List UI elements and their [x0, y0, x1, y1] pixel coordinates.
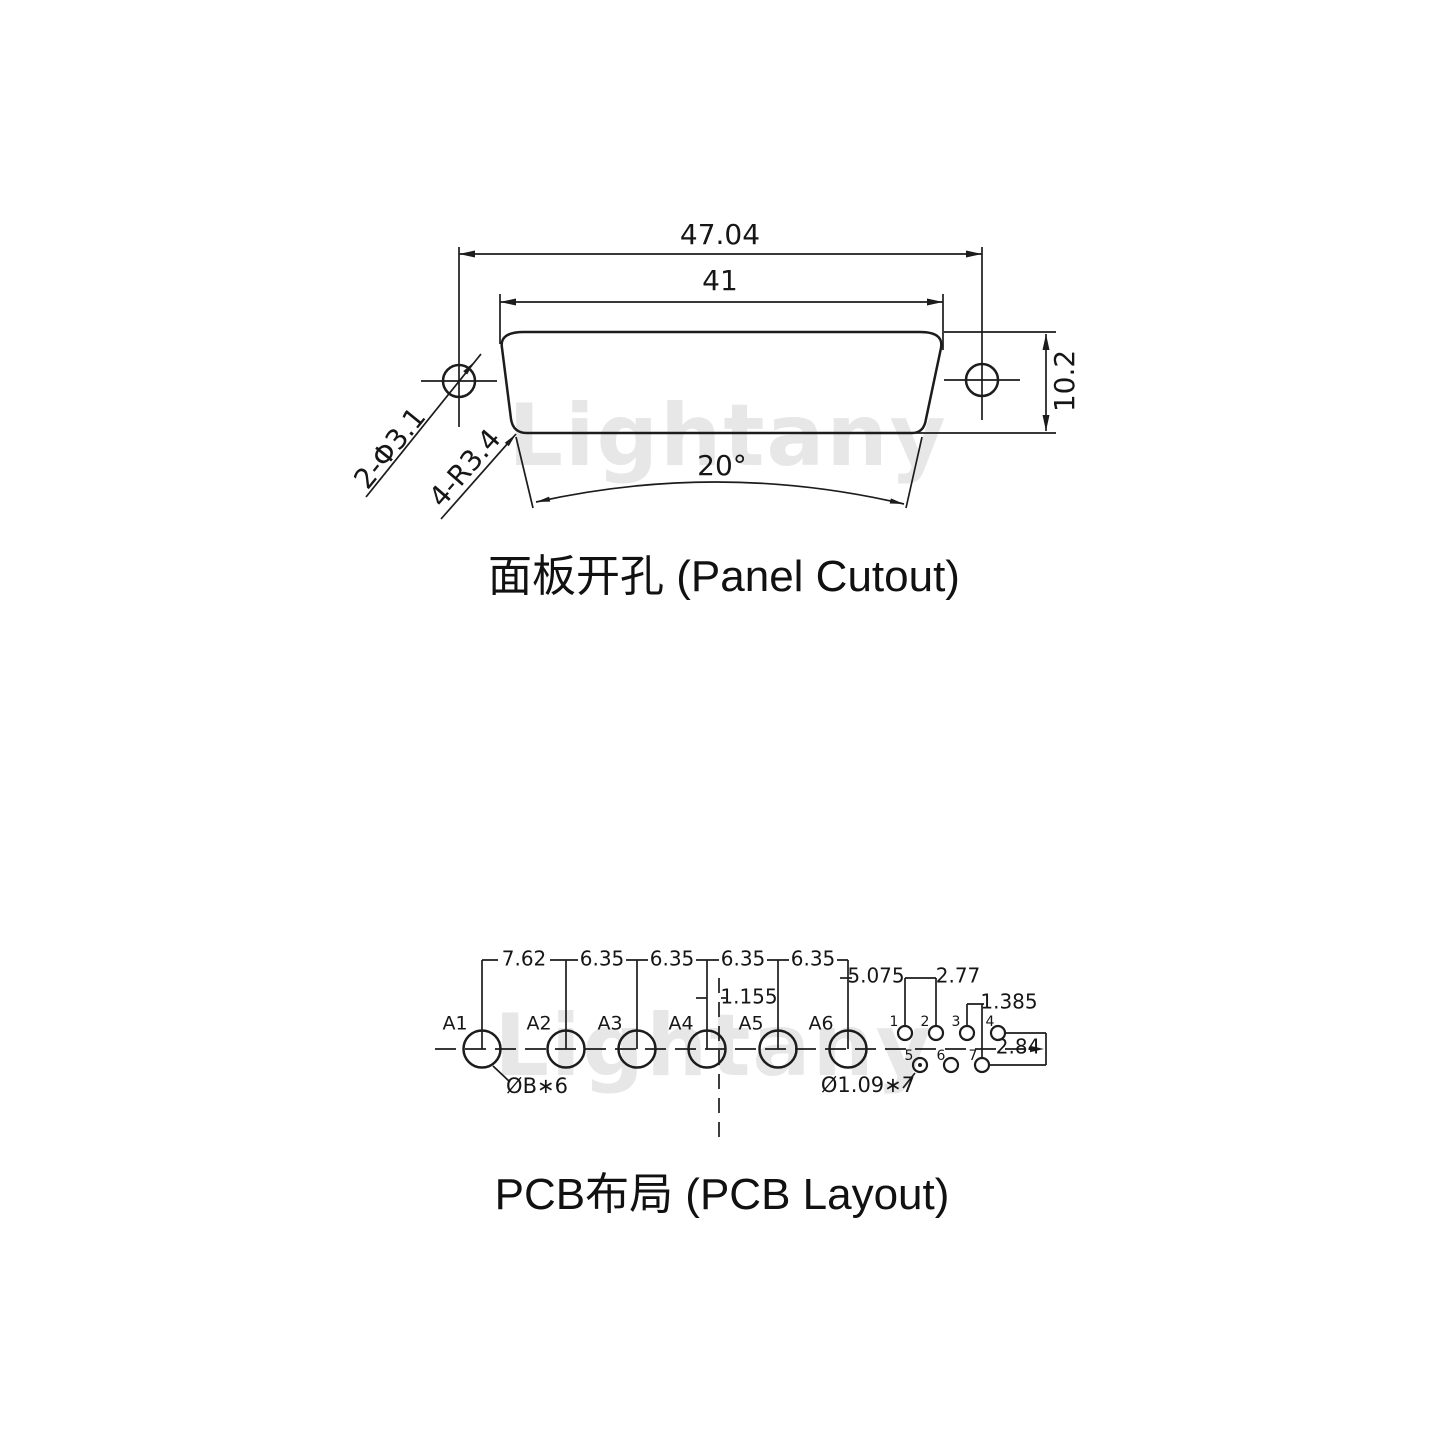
label-a4: A4: [668, 1013, 693, 1035]
cutout-outline: [500, 330, 943, 435]
dim-corner-radius-text: 4-R3.4: [422, 423, 507, 514]
pitch-a1-a2: 7.62: [502, 947, 547, 971]
label-a1: A1: [442, 1013, 467, 1035]
label-a6: A6: [808, 1013, 833, 1035]
pin-number-2: 2: [921, 1014, 930, 1030]
pitch-dimensions: 7.62 6.35 6.35 6.35 6.35: [498, 947, 837, 971]
watermark-top: Lightany: [508, 386, 948, 486]
dim-inner-width: 41: [499, 264, 944, 350]
dim-a6-to-pin1: 5.075: [840, 964, 905, 988]
dim-center-offset-text: 1.155: [720, 985, 777, 1009]
label-a2: A2: [526, 1013, 551, 1035]
label-a3: A3: [597, 1013, 622, 1035]
pin-number-4: 4: [986, 1014, 995, 1030]
dim-pin3-offset-text: 1.385: [980, 990, 1037, 1014]
pin-number-5: 5: [905, 1048, 914, 1064]
dim-pin-pitch-text: 2.77: [936, 964, 981, 988]
label-a5: A5: [738, 1013, 763, 1035]
dim-inner-width-text: 41: [702, 264, 738, 297]
power-holes: [462, 1029, 868, 1069]
pin-number-7: 7: [969, 1048, 978, 1064]
mounting-hole-right: [944, 362, 1020, 398]
panel-cutout-caption: 面板开孔 (Panel Cutout): [488, 552, 960, 601]
dim-outer-width-text: 47.04: [680, 218, 760, 251]
dim-pin-pitch: 2.77: [904, 964, 981, 1026]
pitch-extension-lines: [481, 959, 849, 1049]
leader-corner-radius: 4-R3.4: [422, 423, 517, 520]
power-hole-size-label: ØB∗6: [492, 1065, 568, 1098]
dim-height: 10.2: [912, 331, 1081, 434]
watermark-bottom: Lightany: [494, 996, 934, 1096]
dim-mount-holes-text: 2-Φ3.1: [347, 401, 432, 495]
pitch-a3-a4: 6.35: [650, 947, 695, 971]
pcb-layout-caption: PCB布局 (PCB Layout): [494, 1170, 950, 1219]
signal-pins-row2: [911, 1056, 991, 1074]
signal-hole-size-label: Ø1.09∗7: [821, 1072, 916, 1097]
pcb-centerline: [435, 1045, 1044, 1053]
pitch-a4-a5: 6.35: [721, 947, 766, 971]
pcb-layout-drawing: 7.62 6.35 6.35 6.35 6.35 1.155: [435, 947, 1047, 1140]
label-signal-holes-text: Ø1.09∗7: [821, 1073, 915, 1097]
signal-pin-numbers: 1 2 3 4 5 6 7: [890, 1014, 995, 1064]
signal-pins-row1: [896, 1024, 1007, 1042]
label-power-holes-text: ØB∗6: [506, 1074, 568, 1098]
dim-outer-width: 47.04: [458, 218, 983, 427]
panel-cutout-drawing: 47.04 41: [347, 218, 1081, 520]
pin-number-1: 1: [890, 1014, 899, 1030]
dim-pin3-offset: 1.385: [966, 990, 1038, 1058]
draft-angle: 20°: [515, 436, 923, 509]
dim-a6-to-pin1-text: 5.075: [847, 964, 904, 988]
dim-angle-text: 20°: [697, 449, 747, 482]
power-hole-labels: A1 A2 A3 A4 A5 A6: [442, 1013, 833, 1035]
pin-number-3: 3: [952, 1014, 961, 1030]
pitch-a2-a3: 6.35: [580, 947, 625, 971]
dim-row-gap: 2.84: [989, 1032, 1047, 1066]
pin-number-6: 6: [937, 1048, 946, 1064]
dim-center-offset: 1.155: [696, 985, 778, 1009]
dim-height-text: 10.2: [1048, 350, 1081, 412]
pitch-a5-a6: 6.35: [791, 947, 836, 971]
